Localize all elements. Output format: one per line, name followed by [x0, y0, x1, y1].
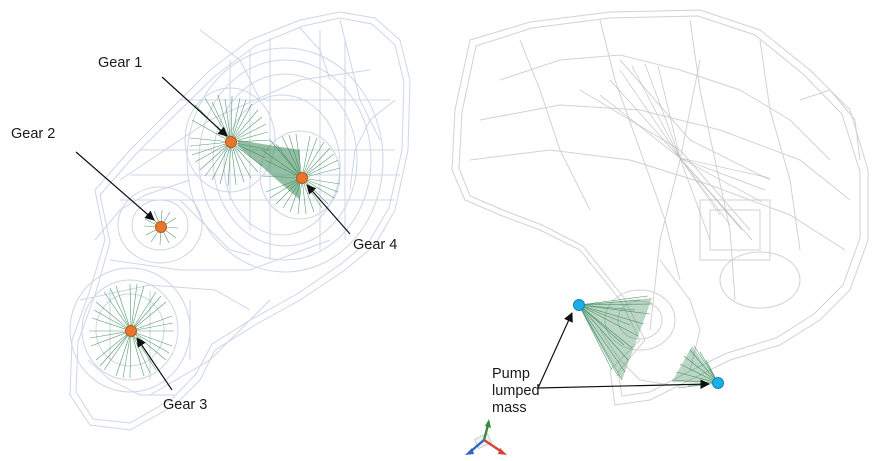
pump-callout-arrows [537, 312, 710, 390]
pump-mass-spider-lower-fill [672, 346, 718, 383]
pump-mass-spider-upper [578, 295, 653, 381]
coordinate-triad-icon [465, 419, 507, 455]
gear-1-spider [189, 94, 271, 187]
gear-1-arrow [161, 76, 228, 137]
gear-4-spider [261, 133, 341, 215]
gear-1-label: Gear 1 [98, 55, 142, 71]
gear-3-spider [89, 283, 174, 379]
pump-label-line-2: lumped [492, 383, 540, 399]
pump-arrow-lower [537, 379, 710, 390]
gear-4-node [296, 172, 308, 184]
gear-3-node [125, 325, 137, 337]
pump-arrow-upper [537, 312, 573, 389]
pump-label: Pump lumped mass [492, 366, 544, 416]
pump-label-line-1: Pump [492, 366, 530, 382]
gear-3-label: Gear 3 [163, 397, 207, 413]
left-callout-arrows [75, 76, 351, 391]
right-housing-wireframe [451, 9, 869, 406]
gear-4-label: Gear 4 [353, 237, 397, 253]
pump-mass-spider-upper-fill [579, 298, 652, 380]
gear-2-label: Gear 2 [11, 126, 55, 142]
pump-label-line-3: mass [492, 400, 527, 416]
gear-3-arrow [136, 337, 173, 391]
gear-1-node [225, 136, 237, 148]
gear-4-arrow [306, 184, 351, 235]
right-internal-spiders [599, 63, 771, 241]
gear-2-node [155, 221, 167, 233]
gear-2-arrow [75, 151, 155, 221]
pump-mass-node-lower [712, 377, 724, 389]
pump-mass-node-upper [573, 299, 585, 311]
left-housing-wireframe [69, 11, 411, 431]
